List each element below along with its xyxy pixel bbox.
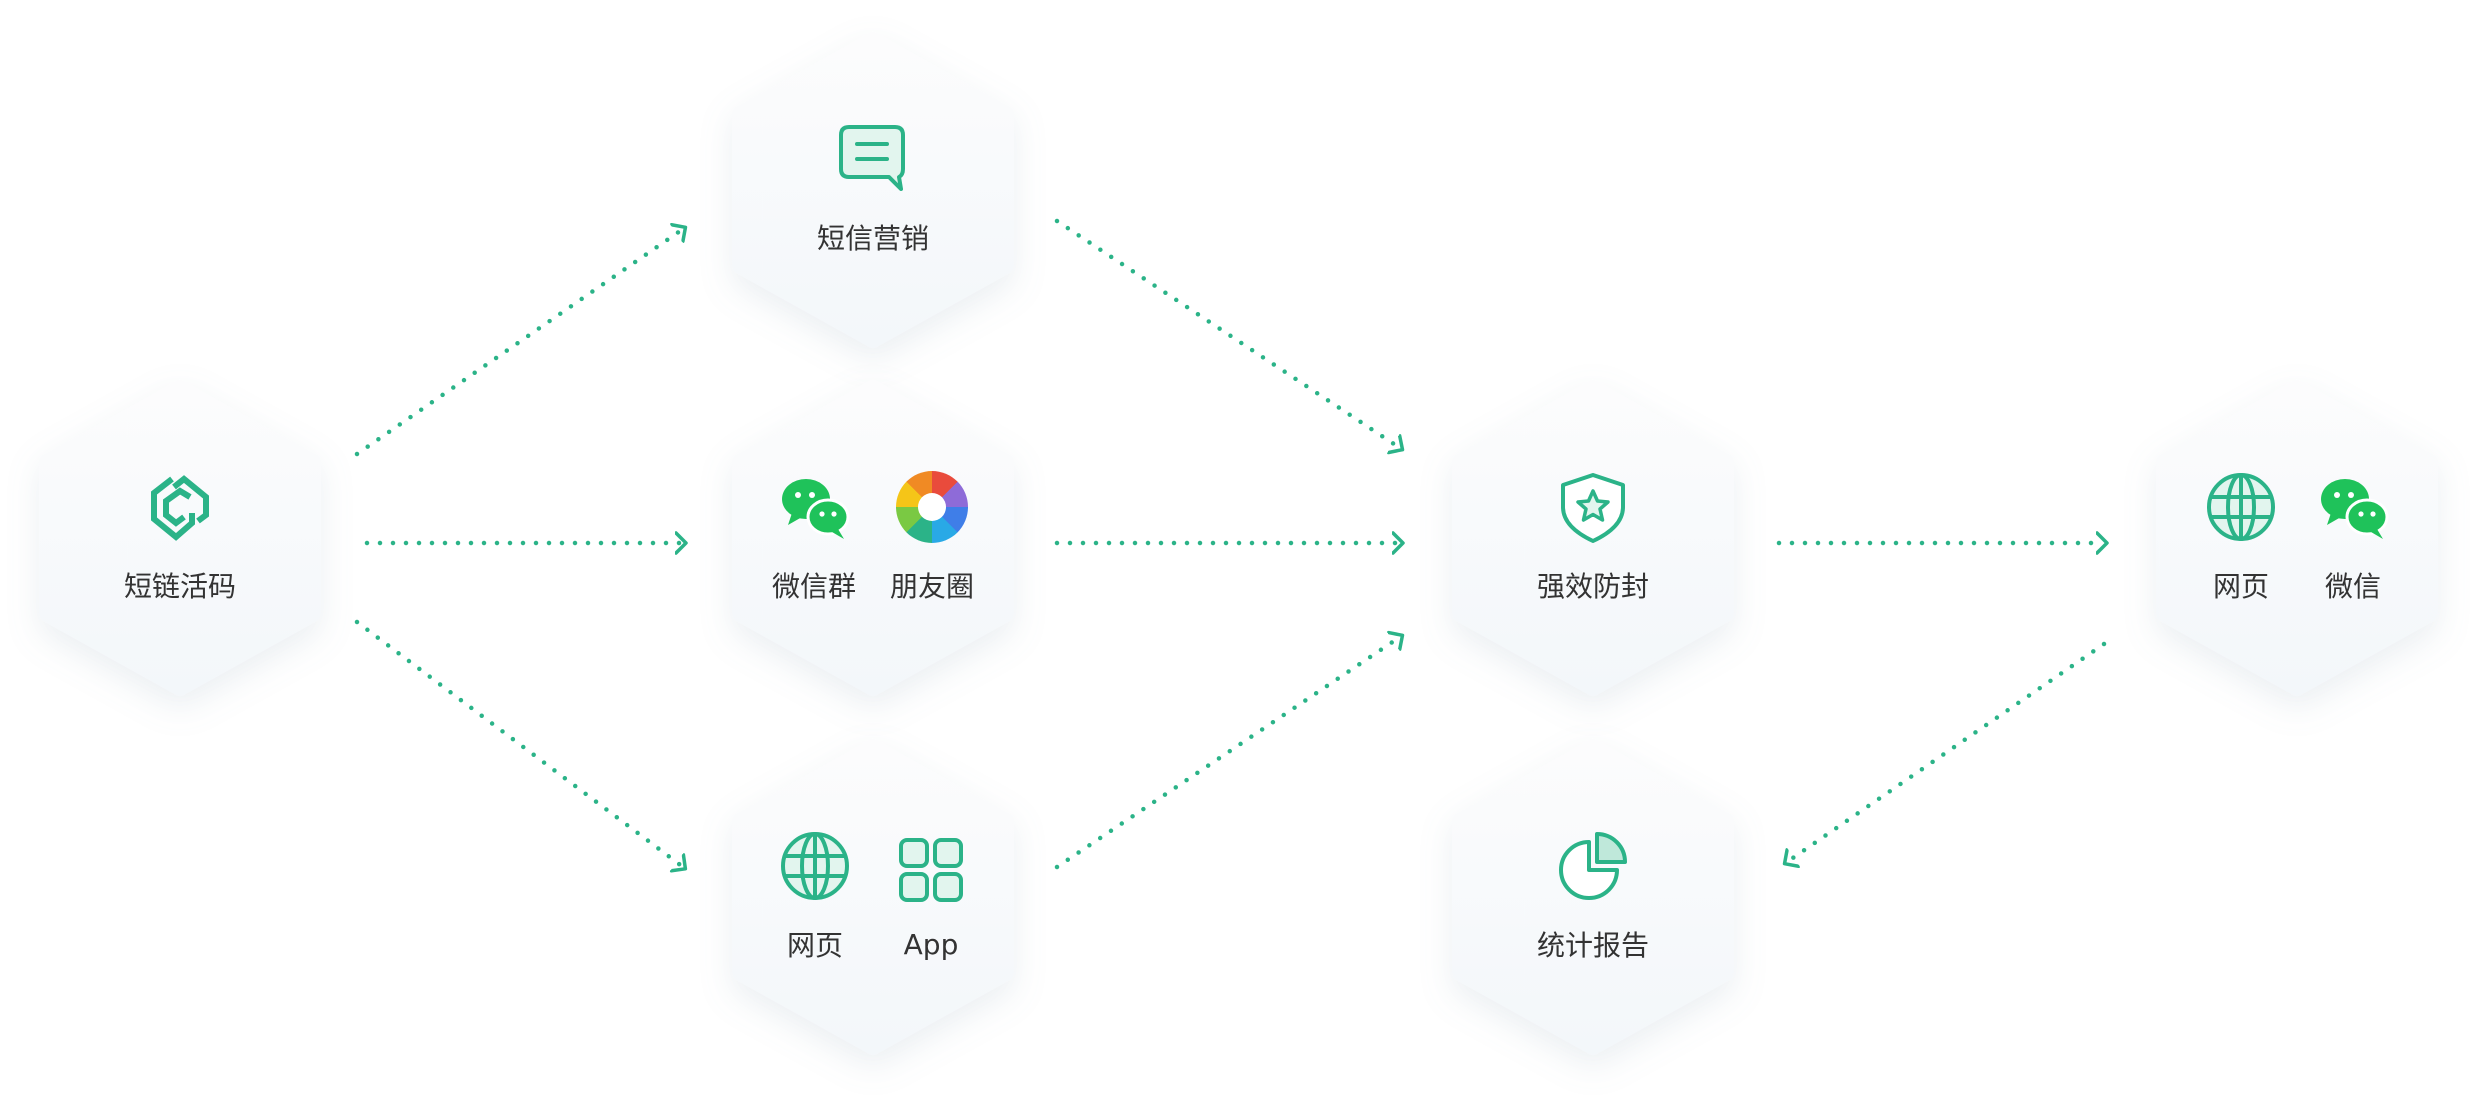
- node-label: 微信群: [771, 570, 856, 603]
- node-stats-report: 统计报告: [1452, 739, 1734, 1055]
- channel-app: App: [895, 834, 967, 961]
- arrow-targets-to-stats: [1787, 641, 2107, 862]
- node-label: App: [903, 927, 959, 961]
- wechat-icon: [2321, 479, 2389, 539]
- node-label: 朋友圈: [890, 570, 975, 603]
- node-sms-marketing: 短信营销: [732, 32, 1014, 348]
- node-label: 强效防封: [1536, 570, 1649, 603]
- hexagon-background: [732, 380, 1014, 696]
- arrow-shortlink-to-webapp: [354, 619, 683, 867]
- wechat-icon: [781, 479, 850, 539]
- node-short-link: 短链活码: [39, 380, 321, 696]
- node-social-channels: 微信群 朋友圈: [732, 380, 1014, 696]
- node-label: 网页: [2212, 570, 2269, 603]
- node-label: 网页: [786, 929, 843, 962]
- short-link-logo-icon: [150, 475, 209, 541]
- node-anti-block: 强效防封: [1452, 380, 1734, 696]
- arrow-webapp-to-antiblock: [1054, 637, 1400, 870]
- hexagon-background: [732, 739, 1014, 1055]
- hexagon-background: [2156, 380, 2438, 696]
- node-targets: 网页 微信: [2156, 380, 2438, 696]
- pie-chart-icon: [1558, 832, 1627, 900]
- hexagon-background: [732, 32, 1014, 348]
- shield-star-icon: [1560, 473, 1625, 543]
- channel-wechat-group: 微信群: [772, 471, 856, 605]
- node-label: 微信: [2324, 570, 2381, 603]
- node-label: 短链活码: [123, 570, 236, 603]
- arrow-shortlink-to-sms: [354, 229, 683, 457]
- moments-aperture-icon: [896, 471, 968, 543]
- chat-bubble-icon: [838, 125, 905, 191]
- target-wechat: 微信: [2317, 471, 2389, 605]
- node-web-app: 网页 App: [732, 739, 1014, 1055]
- node-label: 统计报告: [1536, 929, 1649, 962]
- arrow-sms-to-antiblock: [1054, 218, 1400, 448]
- hexagon-background: [39, 380, 321, 696]
- node-label: 短信营销: [816, 222, 929, 255]
- globe-icon: [781, 832, 849, 900]
- channel-web: 网页: [779, 830, 851, 964]
- target-web: 网页: [2205, 471, 2277, 605]
- globe-icon: [2207, 473, 2275, 541]
- app-grid-icon: [899, 837, 963, 902]
- channel-moments: 朋友圈: [890, 471, 974, 605]
